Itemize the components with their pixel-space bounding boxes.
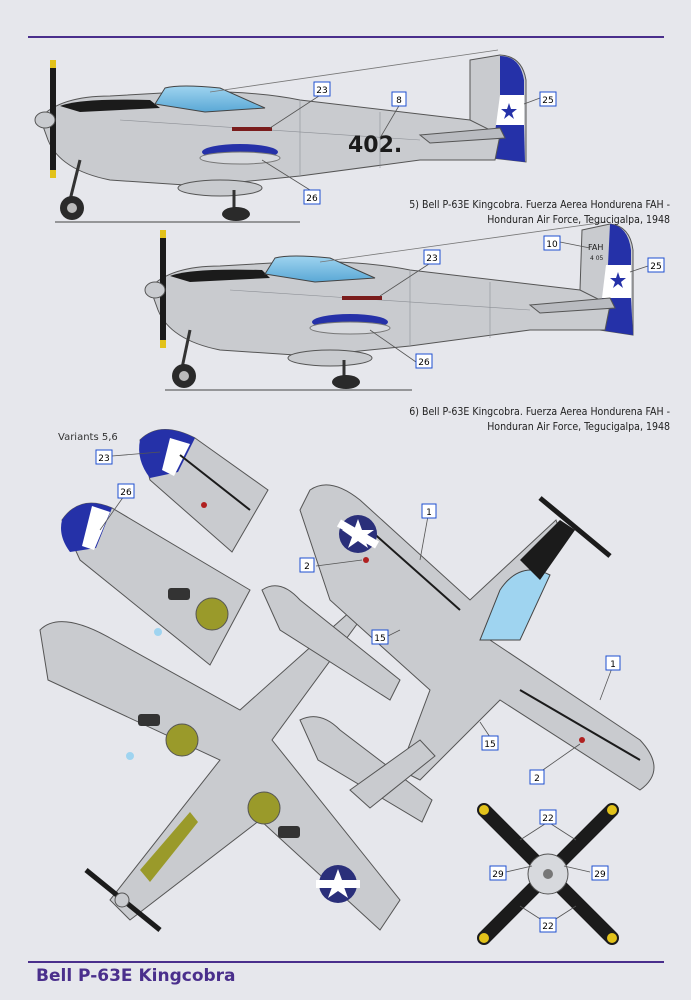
svg-text:25: 25: [650, 262, 661, 272]
callout-23-a: 23: [313, 81, 331, 97]
svg-text:22: 22: [542, 922, 553, 932]
callout-25-a: 25: [539, 91, 557, 107]
callout-2-a: 2: [299, 557, 315, 573]
svg-text:22: 22: [542, 814, 553, 824]
callout-8: 8: [391, 91, 407, 107]
svg-text:29: 29: [594, 870, 606, 880]
svg-text:1: 1: [426, 508, 432, 518]
top-plan-view: [299, 484, 655, 809]
page-title: Bell P-63E Kingcobra: [36, 966, 236, 986]
callout-22-b: 22: [539, 917, 557, 933]
variants-label: Variants 5,6: [58, 432, 118, 443]
wingtip-detail-lower: [61, 502, 251, 666]
svg-text:29: 29: [492, 870, 504, 880]
callouts: 23 8 25 26 23 10 25 26 23 26 1 2 15 1 15…: [95, 81, 665, 933]
callout-22-a: 22: [539, 809, 557, 825]
profile-6-caption: 6) Bell P-63E Kingcobra. Fuerza Aerea Ho…: [330, 405, 670, 435]
svg-text:26: 26: [120, 488, 132, 498]
profile-5-caption: 5) Bell P-63E Kingcobra. Fuerza Aerea Ho…: [330, 198, 670, 228]
svg-text:2: 2: [534, 774, 540, 784]
callout-29-b: 29: [591, 865, 609, 881]
svg-text:15: 15: [374, 634, 385, 644]
callout-26-b: 26: [415, 353, 433, 369]
serial-402: 402.: [348, 133, 402, 158]
callout-25-b: 25: [647, 257, 665, 273]
svg-text:1: 1: [610, 660, 616, 670]
svg-text:26: 26: [306, 194, 318, 204]
wingtip-detail-upper: [139, 429, 269, 553]
callout-1-a: 1: [421, 503, 437, 519]
svg-text:8: 8: [396, 96, 402, 106]
callout-26-a: 26: [303, 189, 321, 205]
callout-23-c: 23: [95, 449, 113, 465]
callout-15-b: 15: [481, 735, 499, 751]
svg-text:2: 2: [304, 562, 310, 572]
svg-text:10: 10: [546, 240, 558, 250]
callout-15-a: 15: [371, 629, 389, 645]
side-profile-6: FAH 4 05: [144, 221, 634, 391]
svg-text:25: 25: [542, 96, 553, 106]
propeller-detail: [477, 803, 619, 945]
callout-23-b: 23: [423, 249, 441, 265]
svg-text:23: 23: [316, 86, 327, 96]
callout-10: 10: [543, 235, 561, 251]
callout-2-b: 2: [529, 769, 545, 785]
side-profile-5: 402.: [34, 49, 527, 223]
svg-text:23: 23: [98, 454, 109, 464]
profile-6-caption-line2: Honduran Air Force, Tegucigalpa, 1948: [487, 421, 670, 433]
bottom-rule: [28, 961, 664, 963]
profile-6-caption-line1: 6) Bell P-63E Kingcobra. Fuerza Aerea Ho…: [409, 406, 670, 418]
callout-29-a: 29: [489, 865, 507, 881]
tail-serial-label: 4 05: [590, 255, 604, 262]
profile-5-caption-line2: Honduran Air Force, Tegucigalpa, 1948: [487, 214, 670, 226]
svg-text:26: 26: [418, 358, 430, 368]
callout-26-c: 26: [117, 483, 135, 499]
svg-text:15: 15: [484, 740, 495, 750]
underside-plan-view: [39, 585, 433, 932]
callout-1-b: 1: [605, 655, 621, 671]
tail-fah-label: FAH: [588, 243, 603, 252]
svg-text:23: 23: [426, 254, 437, 264]
top-rule: [28, 36, 664, 38]
profile-5-caption-line1: 5) Bell P-63E Kingcobra. Fuerza Aerea Ho…: [409, 199, 670, 211]
